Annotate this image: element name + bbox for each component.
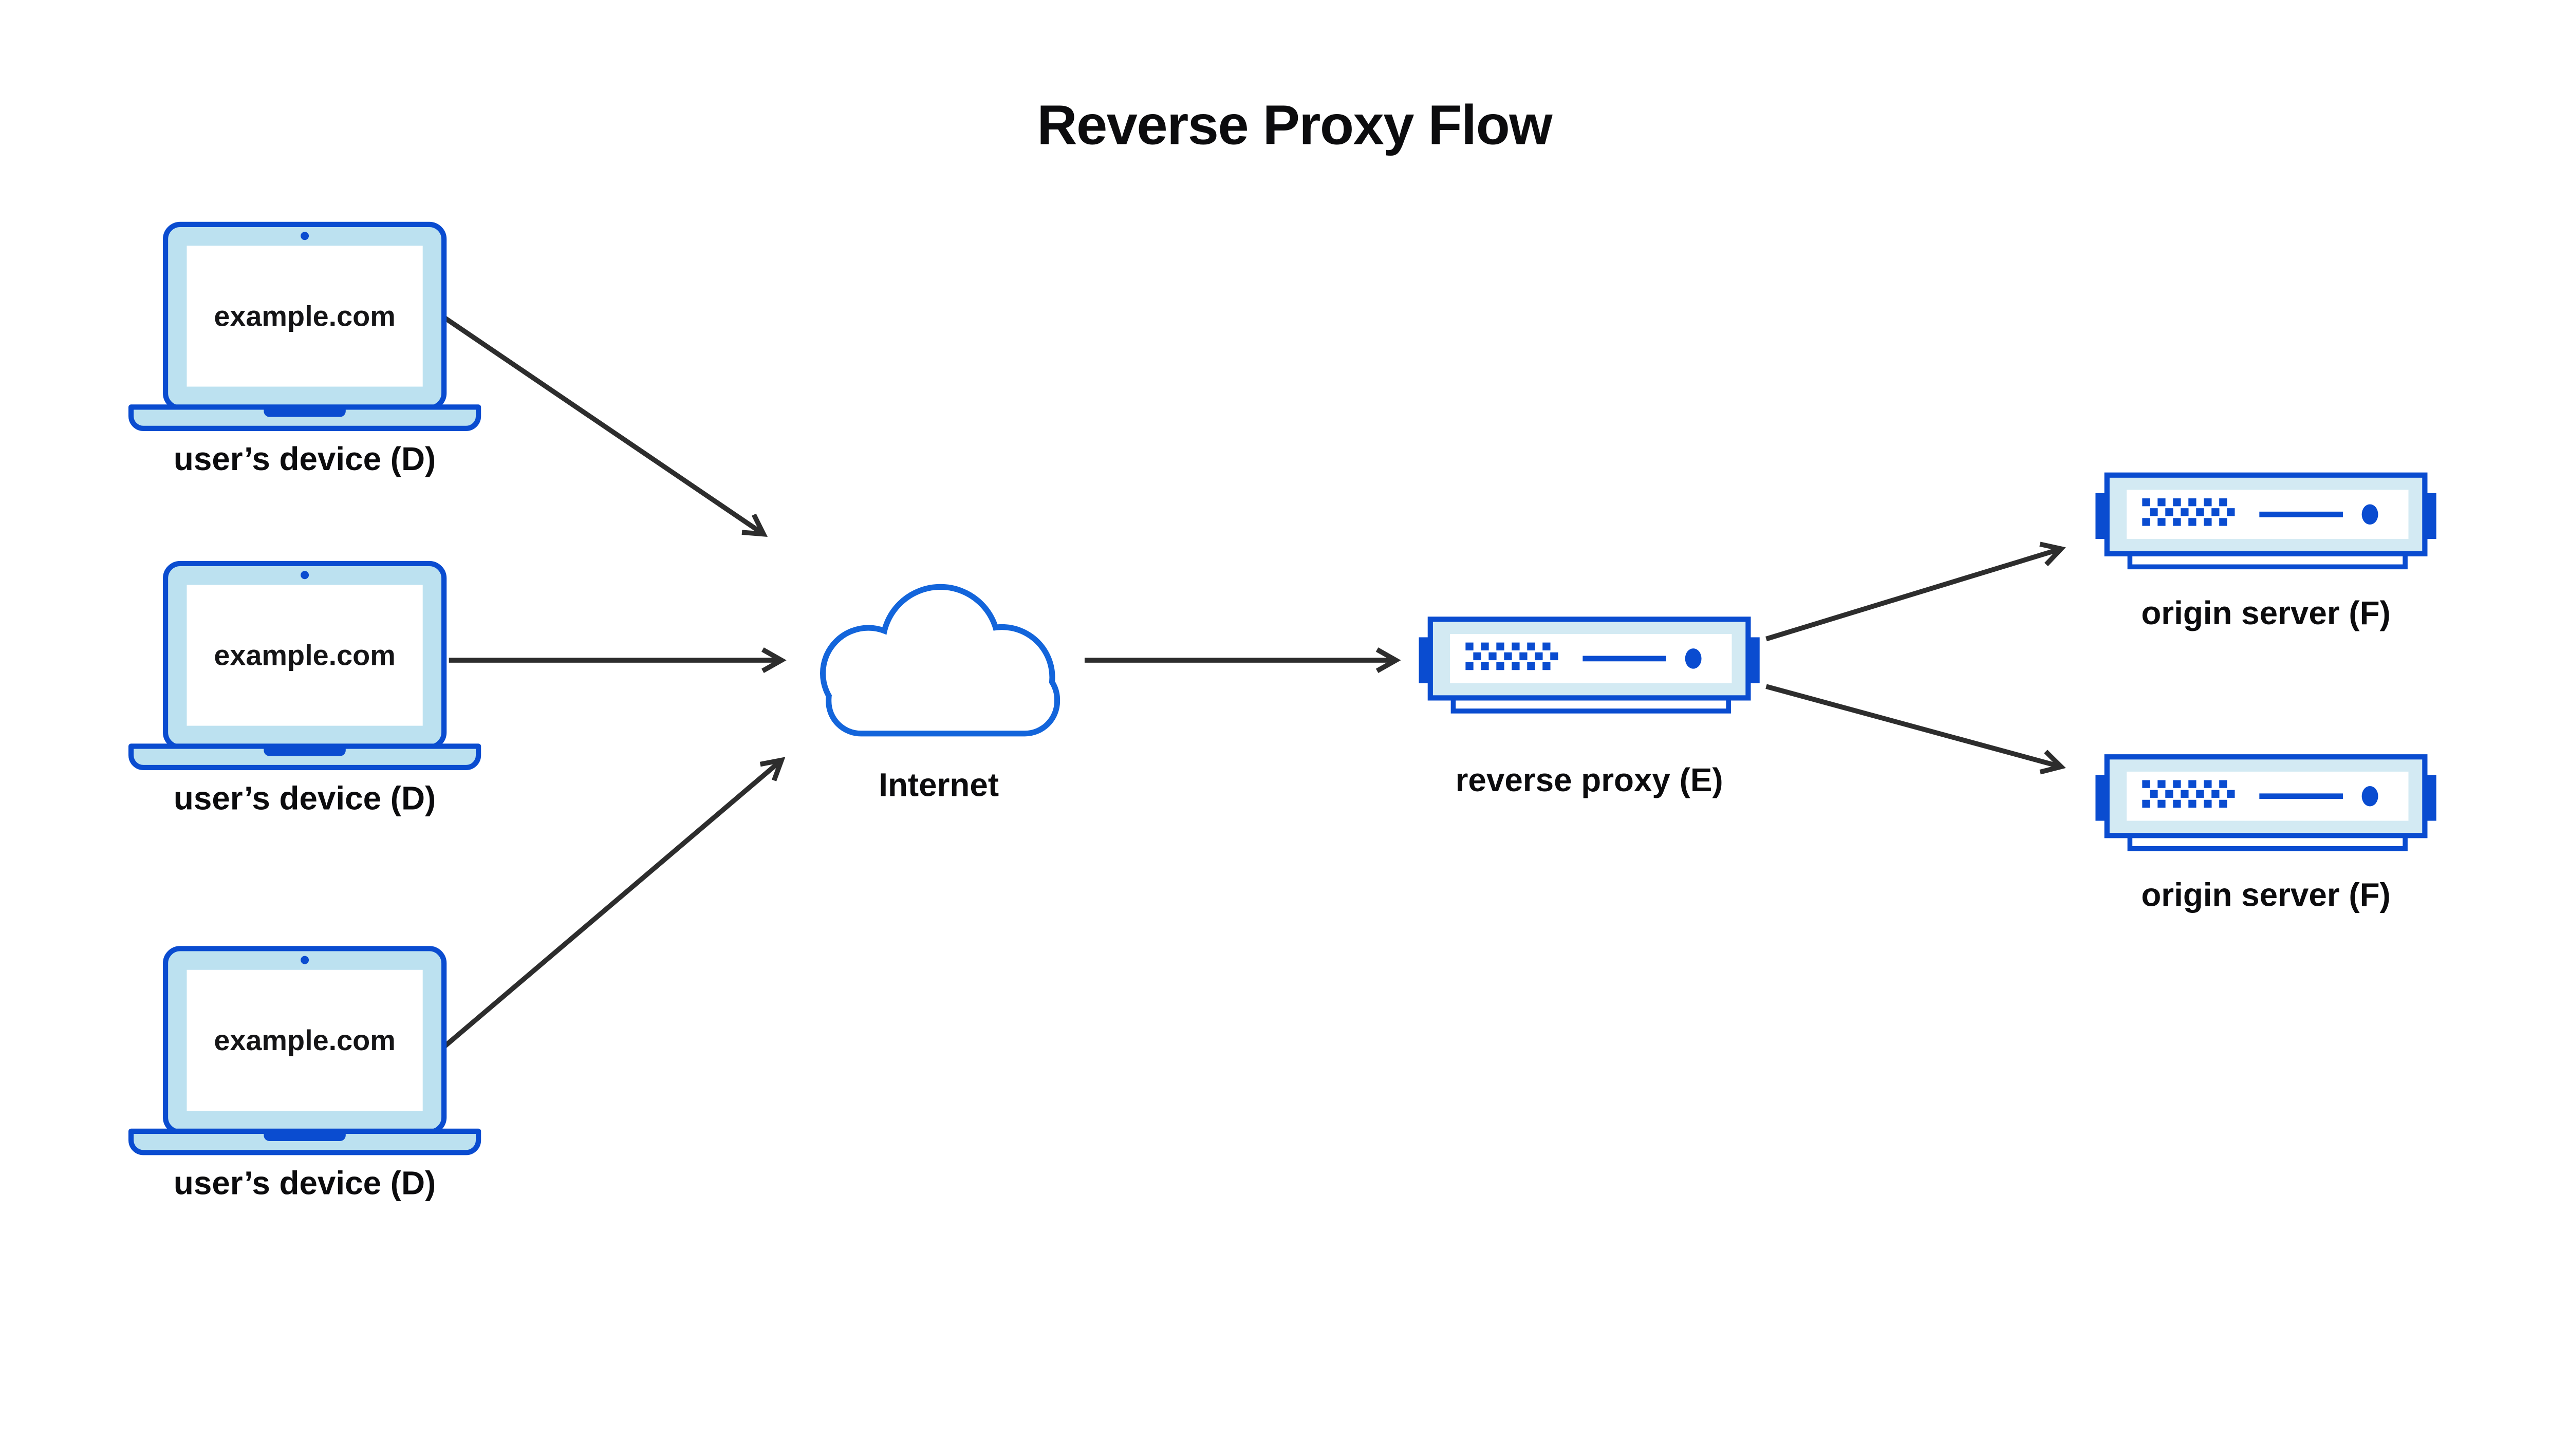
user-device-node-3: example.com user’s device (D) (131, 948, 478, 1202)
arrow-proxy-to-origin1 (1765, 542, 2066, 642)
laptop-screen-url: example.com (214, 639, 396, 671)
origin-server-label: origin server (F) (2141, 876, 2390, 913)
arrow-device3-to-internet (442, 757, 786, 1049)
device-label: user’s device (D) (174, 440, 436, 477)
laptop-screen-url: example.com (214, 1024, 396, 1056)
arrow-device1-to-internet (436, 311, 768, 537)
server-icon (2095, 757, 2436, 849)
server-icon (2095, 475, 2436, 567)
reverse-proxy-node: reverse proxy (E) (1419, 619, 1759, 798)
origin-server-label: origin server (F) (2141, 594, 2390, 631)
flow-arrows (436, 311, 2066, 1049)
arrow-proxy-to-origin2 (1765, 684, 2066, 775)
reverse-proxy-flow-diagram: Reverse Proxy Flow example.com user’s de… (128, 94, 2440, 1202)
reverse-proxy-label: reverse proxy (E) (1456, 761, 1723, 798)
device-label: user’s device (D) (174, 1165, 436, 1202)
server-icon (1419, 619, 1759, 711)
user-device-node-2: example.com user’s device (D) (131, 564, 478, 816)
origin-server-node-2: origin server (F) (2095, 757, 2436, 913)
device-label: user’s device (D) (174, 779, 436, 816)
internet-node: Internet (826, 590, 1054, 804)
page-title: Reverse Proxy Flow (1037, 94, 1553, 156)
laptop-screen-url: example.com (214, 300, 396, 332)
user-device-node-1: example.com user’s device (D) (131, 225, 478, 477)
origin-server-node-1: origin server (F) (2095, 475, 2436, 631)
internet-label: Internet (879, 767, 999, 804)
